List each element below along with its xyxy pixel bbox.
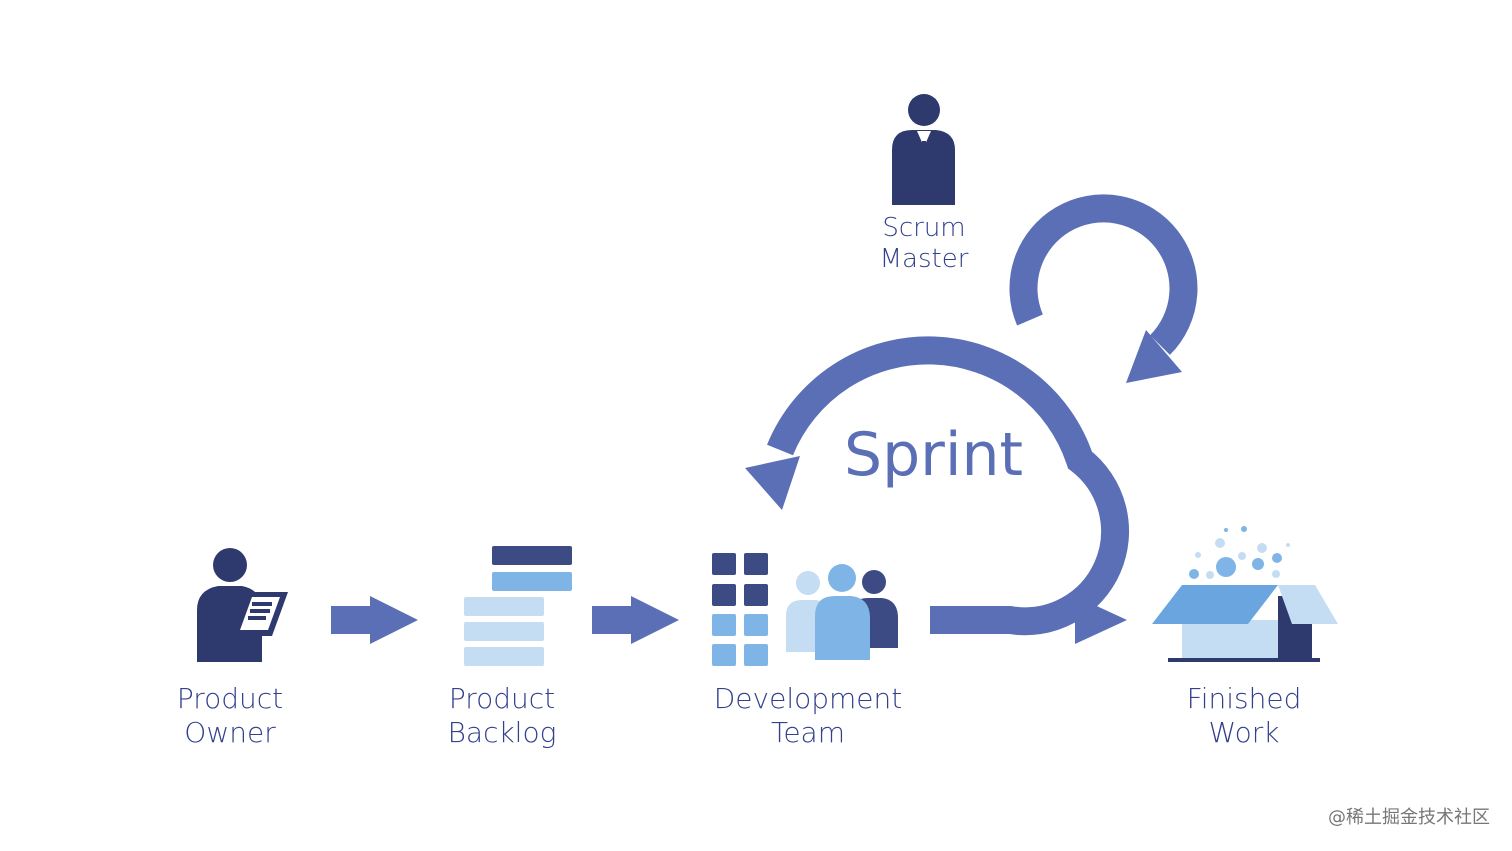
finished-work-line2: Work	[1208, 716, 1280, 749]
development-team-label: Development Team	[698, 682, 918, 750]
watermark: @稀土掘金技术社区	[1328, 807, 1490, 828]
sprint-label: Sprint	[844, 420, 1024, 490]
finished-work-label: Finished Work	[1164, 682, 1324, 750]
scrum-master-line1: Scrum	[882, 213, 966, 243]
product-owner-label: Product Owner	[150, 682, 310, 750]
finished-work-line1: Finished	[1186, 682, 1302, 715]
person-with-clipboard-icon	[197, 548, 288, 662]
development-team-line1: Development	[713, 682, 903, 715]
stacked-bars-icon	[464, 546, 572, 666]
product-owner-line1: Product	[176, 682, 284, 715]
open-box-icon	[1152, 526, 1338, 662]
sprint-arrowhead-top	[1126, 330, 1182, 383]
arrow-right-1	[331, 596, 418, 644]
product-backlog-line1: Product	[448, 682, 556, 715]
development-team-line2: Team	[770, 716, 845, 749]
team-grid-icon	[712, 553, 898, 666]
arrow-right-2	[592, 596, 679, 644]
product-owner-line2: Owner	[184, 716, 276, 749]
arrow-right-3	[1075, 596, 1127, 644]
scrum-master-line2: Master	[879, 244, 969, 274]
product-backlog-label: Product Backlog	[422, 682, 582, 750]
scrum-master-label: Scrum Master	[854, 213, 994, 275]
sprint-arrowhead-left	[745, 456, 800, 510]
person-icon	[892, 94, 955, 205]
product-backlog-line2: Backlog	[447, 716, 557, 749]
